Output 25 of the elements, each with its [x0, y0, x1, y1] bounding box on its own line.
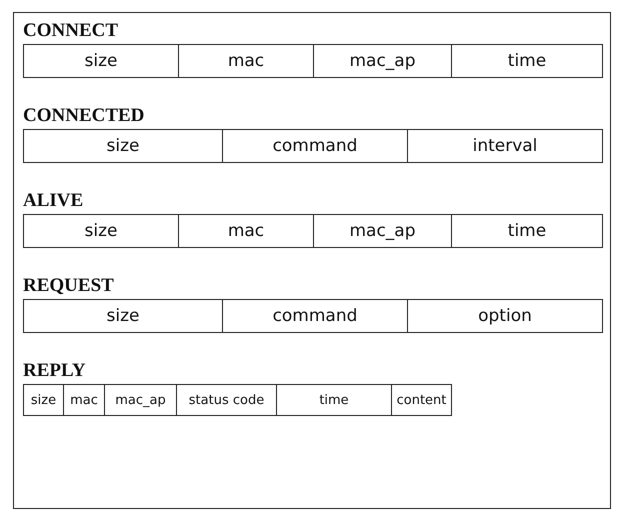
message-heading: CONNECTED: [23, 105, 144, 127]
field-cell: size: [23, 129, 223, 163]
message-heading: ALIVE: [23, 190, 84, 212]
field-cell: content: [391, 384, 452, 416]
field-cell: size: [23, 214, 179, 248]
message-heading: CONNECT: [23, 20, 118, 42]
field-cell: time: [451, 214, 603, 248]
field-cell: mac_ap: [313, 214, 452, 248]
field-cell: mac_ap: [104, 384, 177, 416]
field-cell: size: [23, 44, 179, 78]
field-cell: size: [23, 299, 223, 333]
field-cell: time: [451, 44, 603, 78]
message-heading: REQUEST: [23, 275, 114, 297]
field-cell: mac_ap: [313, 44, 452, 78]
field-cell: status code: [176, 384, 277, 416]
field-cell: command: [222, 299, 408, 333]
field-cell: time: [276, 384, 392, 416]
field-cell: size: [23, 384, 64, 416]
field-cell: mac: [178, 214, 314, 248]
field-cell: interval: [407, 129, 603, 163]
field-cell: mac: [63, 384, 105, 416]
field-cell: option: [407, 299, 603, 333]
field-cell: mac: [178, 44, 314, 78]
message-heading: REPLY: [23, 360, 86, 382]
field-cell: command: [222, 129, 408, 163]
